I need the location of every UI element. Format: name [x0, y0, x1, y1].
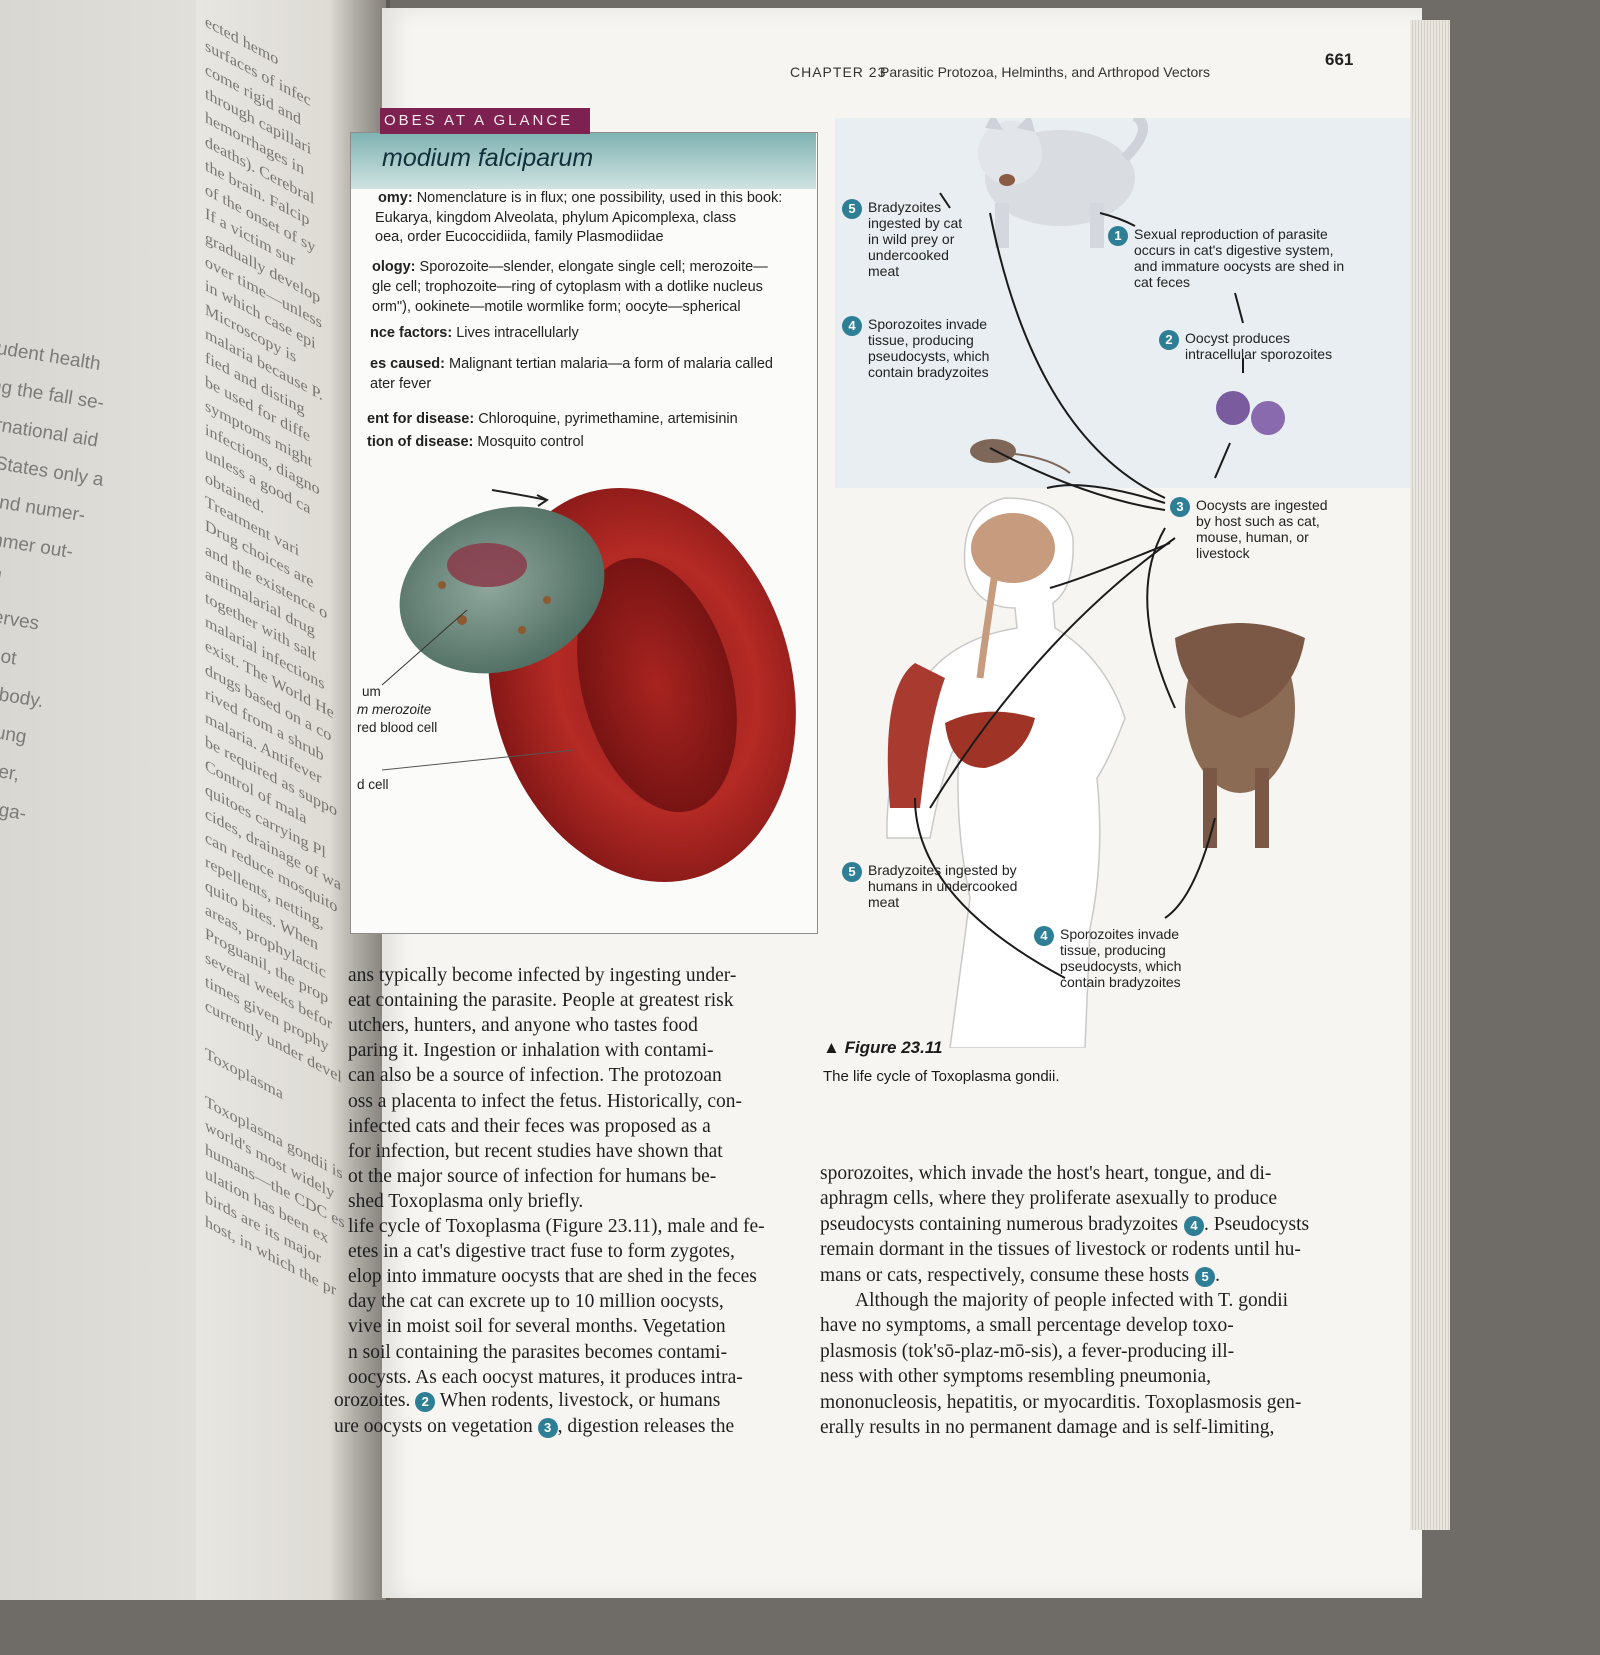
- step-badge: 3: [537, 1418, 558, 1438]
- body-left-line: ans typically become infected by ingesti…: [348, 965, 737, 986]
- step-badge: 3: [1170, 497, 1190, 517]
- glance-fact-line: ology: Sporozoite—slender, elongate sing…: [372, 259, 768, 275]
- lifecycle-step-1: 1 Sexual reproduction of parasite occurs…: [1108, 226, 1354, 290]
- body-right-line: have no symptoms, a small percentage dev…: [820, 1315, 1234, 1337]
- glance-fact-line: ater fever: [370, 376, 432, 392]
- step-badge: 4: [1034, 926, 1054, 946]
- figure-caption-label: ▲ Figure 23.11: [823, 1038, 943, 1057]
- glance-fact-line: Eukarya, kingdom Alveolata, phylum Apico…: [375, 210, 737, 226]
- glance-header: OBES AT A GLANCE: [380, 108, 590, 134]
- body-right-line: plasmosis (tok'sō-plaz-mō-sis), a fever-…: [820, 1340, 1235, 1362]
- body-right-line: erally results in no permanent damage an…: [820, 1417, 1275, 1438]
- cell-label-1: um: [362, 684, 381, 699]
- body-left-line: for infection, but recent studies have s…: [348, 1140, 723, 1162]
- chapter-label: CHAPTER 23: [790, 64, 887, 80]
- glance-fact-line: omy: Nomenclature is in flux; one possib…: [378, 190, 783, 206]
- body-left-line: shed Toxoplasma only briefly.: [348, 1190, 584, 1212]
- step-badge: 1: [1108, 226, 1128, 246]
- body-right-line: mononucleosis, hepatitis, or myocarditis…: [820, 1391, 1302, 1413]
- glance-title-bar: [351, 133, 816, 189]
- body-left-line: day the cat can excrete up to 10 million…: [348, 1291, 724, 1313]
- cell-label-4: d cell: [357, 777, 389, 792]
- glance-title: modium falciparum: [382, 144, 594, 172]
- lifecycle-step-2: 2 Oocyst produces intracellular sporozoi…: [1159, 330, 1355, 362]
- body-right-line: aphragm cells, where they proliferate as…: [820, 1188, 1277, 1210]
- step-badge: 2: [1159, 330, 1179, 350]
- step-badge: 2: [415, 1392, 436, 1412]
- glance-fact-line: oea, order Eucoccidiida, family Plasmodi…: [375, 229, 664, 245]
- body-left-line: life cycle of Toxoplasma (Figure 23.11),…: [348, 1216, 765, 1237]
- glance-fact-line: gle cell; trophozoite—ring of cytoplasm …: [372, 279, 763, 295]
- lifecycle-step-4a: 4 Sporozoites invade tissue, producing p…: [842, 316, 996, 380]
- glance-fact-line: nce factors: Lives intracellularly: [370, 325, 579, 341]
- lifecycle-step-5a: 5 Bradyzoites ingested by cat in wild pr…: [842, 199, 970, 279]
- glance-fact-line: ent for disease: Chloroquine, pyrimetham…: [367, 411, 738, 427]
- body-left-line: n soil containing the parasites becomes …: [348, 1341, 728, 1363]
- figure-caption-text: The life cycle of Toxoplasma gondii.: [823, 1068, 1060, 1085]
- triangle-icon: ▲: [823, 1038, 845, 1057]
- body-left-line: paring it. Ingestion or inhalation with …: [348, 1040, 714, 1062]
- lifecycle-step-5b: 5 Bradyzoites ingested by humans in unde…: [842, 862, 1018, 910]
- body-right-line: ness with other symptoms resembling pneu…: [820, 1366, 1212, 1388]
- toxoplasma-life-cycle-figure: [835, 118, 1410, 1048]
- body-left-line: etes in a cat's digestive tract fuse to …: [348, 1241, 735, 1263]
- lifecycle-step-3: 3 Oocysts are ingested by host such as c…: [1170, 497, 1346, 561]
- page-number: 661: [1325, 50, 1354, 69]
- cell-label-3: red blood cell: [357, 720, 438, 735]
- body-left-line: can also be a source of infection. The p…: [348, 1065, 722, 1087]
- body-left-line: eat containing the parasite. People at g…: [348, 990, 734, 1012]
- body-right-line: Although the majority of people infected…: [855, 1290, 1289, 1311]
- body-left-line-19: ure oocysts on vegetation 3, digestion r…: [334, 1416, 735, 1438]
- body-left-line: vive in moist soil for several months. V…: [348, 1316, 726, 1338]
- body-right-line: mans or cats, respectively, consume thes…: [820, 1264, 1221, 1287]
- lifecycle-step-4b: 4 Sporozoites invade tissue, producing p…: [1034, 926, 1196, 990]
- step-badge: 5: [842, 199, 862, 219]
- body-left-line: oocysts. As each oocyst matures, it prod…: [348, 1366, 743, 1388]
- body-left-line: ot the major source of infection for hum…: [348, 1165, 717, 1187]
- body-left-line: infected cats and their feces was propos…: [348, 1115, 711, 1137]
- step-badge: 5: [842, 862, 862, 882]
- body-right-line: pseudocysts containing numerous bradyzoi…: [820, 1213, 1310, 1236]
- cell-label-2: m merozoite: [357, 702, 432, 717]
- glance-fact-line: orm"), ookinete—motile wormlike form; oo…: [372, 299, 741, 315]
- body-left-line: oss a placenta to infect the fetus. Hist…: [348, 1090, 743, 1112]
- body-right-line: sporozoites, which invade the host's hea…: [820, 1163, 1272, 1184]
- body-left-line: utchers, hunters, and anyone who tastes …: [348, 1015, 698, 1037]
- glance-fact-line: es caused: Malignant tertian malaria—a f…: [370, 356, 773, 372]
- body-left-line: elop into immature oocysts that are shed…: [348, 1266, 757, 1288]
- cat-illustration: [978, 118, 1148, 248]
- body-right-line: remain dormant in the tissues of livesto…: [820, 1239, 1301, 1261]
- glance-fact-line: tion of disease: Mosquito control: [367, 434, 584, 450]
- body-left-line-18: orozoites. 2 When rodents, livestock, or…: [334, 1390, 721, 1412]
- infected-red-blood-cell-illustration: [381, 487, 796, 883]
- step-badge: 4: [1183, 1215, 1204, 1236]
- step-badge: 5: [1195, 1266, 1216, 1287]
- step-badge: 4: [842, 316, 862, 336]
- page-edges: [1410, 20, 1450, 1530]
- chapter-title: Parasitic Protozoa, Helminths, and Arthr…: [880, 64, 1210, 80]
